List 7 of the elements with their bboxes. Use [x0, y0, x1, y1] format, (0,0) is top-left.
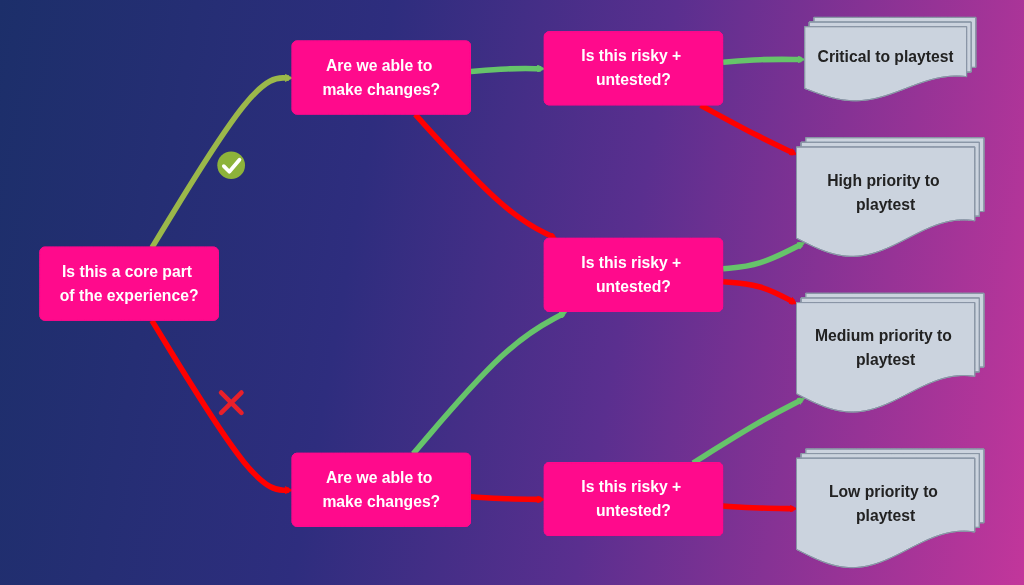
arrow [722, 503, 798, 513]
arrow [470, 64, 546, 75]
arrow [722, 241, 806, 272]
arrow [149, 319, 293, 495]
arrow [722, 279, 798, 305]
arrow [722, 55, 806, 65]
arrow [470, 494, 546, 504]
